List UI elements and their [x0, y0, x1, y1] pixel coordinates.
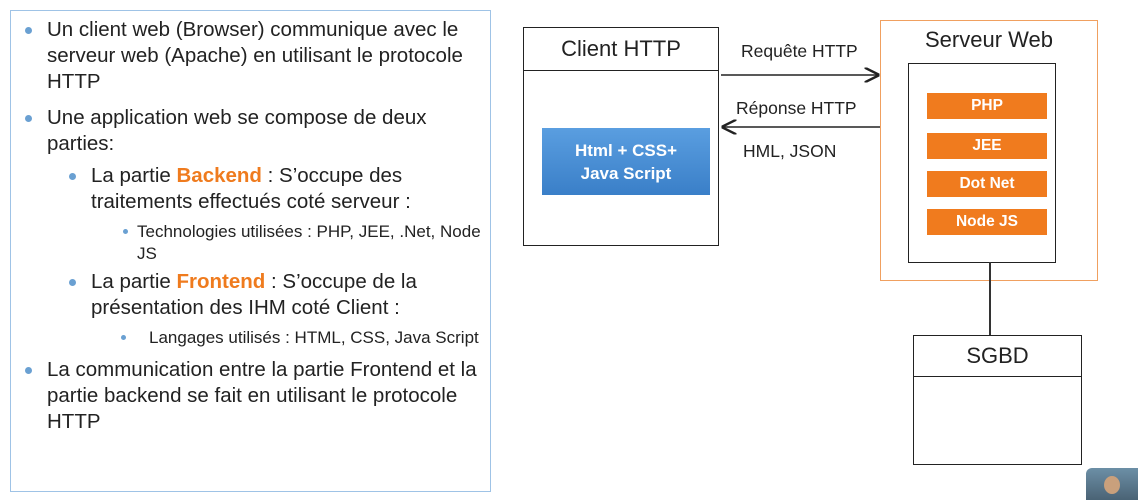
client-http-title: Client HTTP — [524, 28, 718, 71]
formats-label: HML, JSON — [743, 141, 837, 161]
client-tech-line-1: Html + CSS+ — [574, 141, 678, 160]
frontend-prefix: La partie — [91, 270, 177, 293]
webcam-overlay — [1086, 468, 1138, 500]
bullet-backend: La partie Backend : S’occupe des traitem… — [55, 163, 482, 215]
tech-dot-net: Dot Net — [927, 171, 1047, 197]
client-technologies: Html + CSS+ Java Script — [542, 128, 710, 195]
bullet-application-web: Une application web se compose de deux p… — [25, 105, 482, 157]
bullet-client-web-text: Un client web (Browser) communique avec … — [47, 18, 463, 93]
frontend-suffix: : S’occupe de la présentation des IHM co… — [91, 270, 417, 319]
tech-jee: JEE — [927, 133, 1047, 159]
backend-prefix: La partie — [91, 164, 177, 187]
bullet-communication: La communication entre la partie Fronten… — [25, 357, 482, 435]
text-panel: Un client web (Browser) communique avec … — [10, 10, 491, 492]
tech-php: PHP — [927, 93, 1047, 119]
presenter-face — [1104, 476, 1120, 494]
bullet-frontend: La partie Frontend : S’occupe de la prés… — [55, 269, 482, 321]
client-tech-line-2: Java Script — [580, 164, 672, 183]
bullet-client-web: Un client web (Browser) communique avec … — [25, 17, 482, 95]
database-box: SGBD — [913, 335, 1082, 465]
web-server-title: Serveur Web — [925, 27, 1053, 52]
database-title: SGBD — [914, 336, 1081, 377]
server-technologies-container: PHP JEE Dot Net Node JS — [908, 63, 1056, 263]
frontend-keyword: Frontend — [176, 270, 266, 293]
request-label: Requête HTTP — [741, 41, 858, 61]
server-database-connector — [989, 262, 991, 335]
frontend-languages-text: Langages utilisés : HTML, CSS, Java Scri… — [149, 328, 479, 347]
bullet-communication-text: La communication entre la partie Fronten… — [47, 358, 477, 433]
response-label: Réponse HTTP — [736, 98, 857, 118]
web-server-box: Serveur Web PHP JEE Dot Net Node JS — [880, 20, 1098, 281]
backend-suffix: : S’occupe des traitements effectués cot… — [91, 164, 411, 213]
bullet-backend-technologies: Technologies utilisées : PHP, JEE, .Net,… — [109, 221, 482, 265]
tech-node-js: Node JS — [927, 209, 1047, 235]
bullet-application-web-text: Une application web se compose de deux p… — [47, 106, 427, 155]
client-http-box: Client HTTP Html + CSS+ Java Script — [523, 27, 719, 246]
backend-technologies-text: Technologies utilisées : PHP, JEE, .Net,… — [137, 222, 481, 263]
backend-keyword: Backend — [176, 164, 262, 187]
bullet-frontend-languages: Langages utilisés : HTML, CSS, Java Scri… — [121, 327, 482, 349]
